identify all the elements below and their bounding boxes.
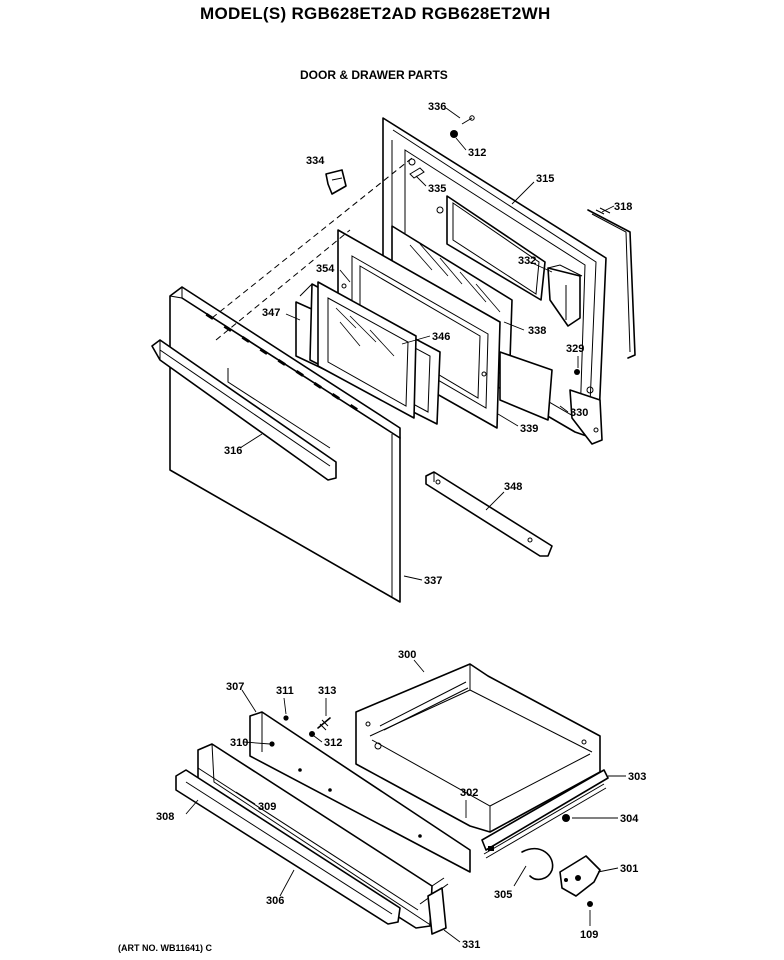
label-331: 331: [462, 939, 480, 951]
label-312-bottom: 312: [324, 737, 342, 749]
label-305: 305: [494, 889, 512, 901]
insulation-332: [547, 264, 583, 327]
label-313: 313: [318, 685, 336, 697]
label-306: 306: [266, 895, 284, 907]
bracket-348: [425, 471, 553, 557]
label-334: 334: [306, 155, 325, 167]
bracket-331: [427, 887, 447, 935]
drawer-panel-307: [249, 711, 471, 873]
label-332: 332: [518, 255, 536, 267]
panel-339: [499, 351, 553, 421]
label-339: 339: [520, 423, 538, 435]
screw-336: [461, 115, 475, 125]
drawer-body-300: [355, 663, 601, 833]
label-348: 348: [504, 481, 522, 493]
label-315: 315: [536, 173, 554, 185]
glass-346: [317, 281, 417, 419]
label-338: 338: [528, 325, 546, 337]
section-title: DOOR & DRAWER PARTS: [300, 68, 448, 82]
clip-305: [521, 847, 554, 881]
label-354: 354: [316, 263, 335, 275]
label-347: 347: [262, 307, 280, 319]
label-304: 304: [620, 813, 639, 825]
part-labels: 336 312 334 335 315 318 332 354 347 346 …: [156, 101, 646, 951]
label-346: 346: [432, 331, 450, 343]
label-337: 337: [424, 575, 442, 587]
roller-304: [562, 814, 570, 822]
drawer-handle-308: [175, 769, 401, 925]
label-318: 318: [614, 201, 632, 213]
label-300: 300: [398, 649, 416, 661]
label-335: 335: [428, 183, 446, 195]
washer-312: [450, 130, 458, 138]
label-308: 308: [156, 811, 174, 823]
label-309: 309: [258, 801, 276, 813]
label-311: 311: [276, 685, 294, 697]
art-number: (ART NO. WB11641) C: [118, 943, 213, 953]
label-316: 316: [224, 445, 242, 457]
leader-lines: [185, 107, 626, 943]
label-330: 330: [570, 407, 588, 419]
model-title: MODEL(S) RGB628ET2AD RGB628ET2WH: [200, 4, 551, 23]
clip-334: [325, 169, 347, 195]
label-312-top: 312: [468, 147, 486, 159]
slide-rail-303: [481, 769, 609, 859]
screw-109: [587, 901, 593, 907]
label-302: 302: [460, 787, 478, 799]
label-109: 109: [580, 929, 598, 941]
screw-329: [574, 369, 580, 375]
bracket-301: [559, 855, 601, 897]
hinge-330: [569, 389, 603, 445]
label-310: 310: [230, 737, 248, 749]
screw-313: [309, 717, 331, 737]
label-329: 329: [566, 343, 584, 355]
label-303: 303: [628, 771, 646, 783]
label-307: 307: [226, 681, 244, 693]
screw-335: [409, 167, 425, 179]
label-301: 301: [620, 863, 638, 875]
label-336: 336: [428, 101, 446, 113]
door-handle-316: [151, 339, 337, 481]
